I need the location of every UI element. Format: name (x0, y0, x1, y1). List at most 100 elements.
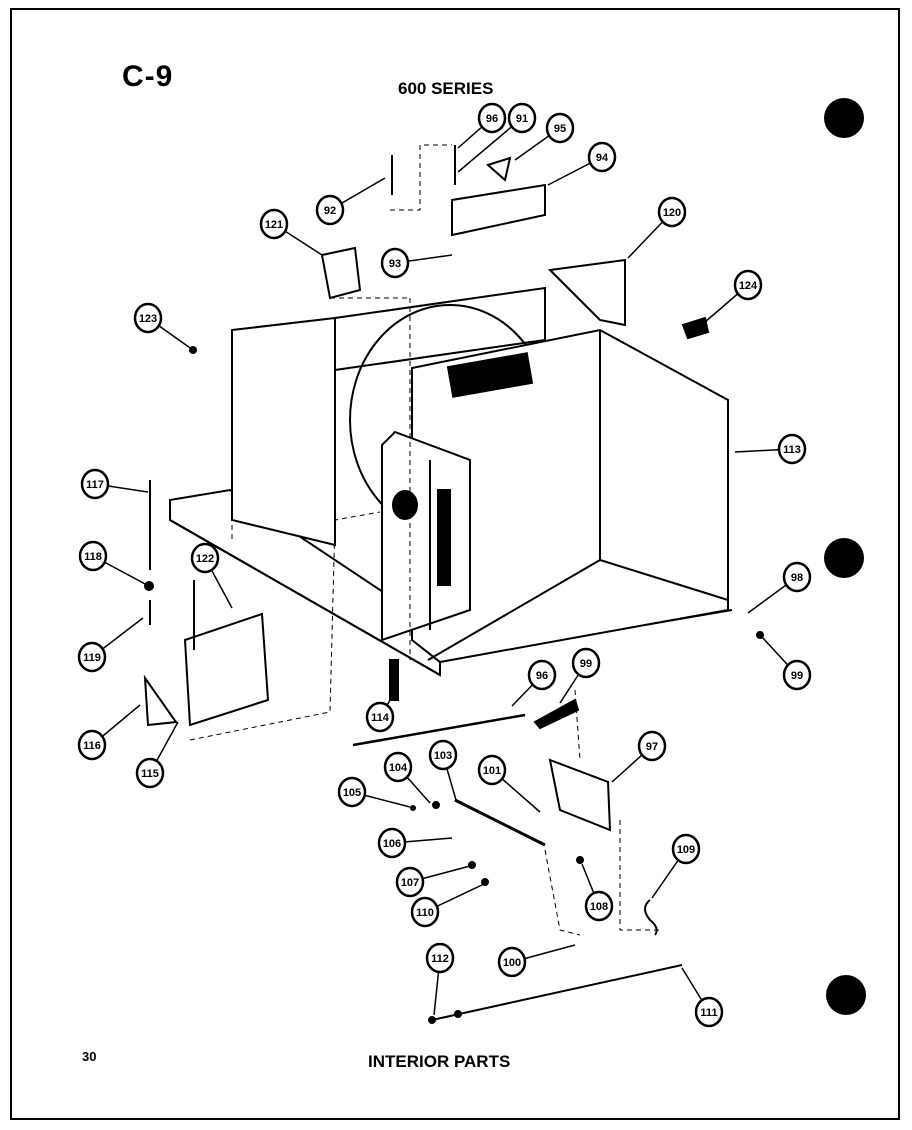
callout-circle (337, 776, 367, 808)
part-124 (681, 316, 710, 340)
page-code: C-9 (122, 60, 174, 93)
callout-number: 113 (783, 444, 801, 456)
unit-drawing (143, 145, 764, 1024)
callout-103: 103 (428, 739, 458, 801)
callout-circle (80, 468, 110, 500)
part-100 (644, 899, 658, 936)
callout-circle (395, 866, 425, 898)
callout-number: 96 (486, 113, 498, 125)
callout-number: 119 (83, 652, 101, 664)
callout-number: 114 (371, 712, 390, 724)
callout-number: 96 (536, 670, 548, 682)
callout-114: 114 (365, 694, 395, 733)
callout-circle (671, 833, 701, 865)
callout-number: 112 (431, 953, 449, 965)
control-panel (381, 430, 471, 642)
callout-circle (545, 112, 575, 144)
callout-101: 101 (477, 754, 541, 813)
callout-number: 115 (141, 768, 159, 780)
series-title: 600 SERIES (398, 79, 494, 98)
callout-circle (782, 659, 812, 691)
part-97 (548, 758, 612, 832)
callout-circle (571, 647, 601, 679)
callout-number: 106 (383, 838, 401, 850)
page-number: 30 (82, 1049, 97, 1064)
callout-circle (383, 751, 413, 783)
callout-circle (428, 739, 458, 771)
callout-97: 97 (611, 730, 667, 783)
callout-107: 107 (395, 865, 471, 898)
callout-circle (497, 946, 527, 978)
callout-number: 92 (324, 205, 336, 217)
part-94 (451, 183, 546, 237)
callout-circle (694, 996, 724, 1028)
callout-circle (377, 827, 407, 859)
binder-hole-top (824, 98, 864, 138)
callout-circle (584, 890, 614, 922)
rod-111 (431, 964, 683, 1021)
callout-121: 121 (259, 208, 323, 256)
callout-number: 103 (434, 750, 452, 762)
callout-number: 118 (84, 551, 102, 563)
callout-94: 94 (547, 141, 617, 186)
callout-number: 91 (516, 113, 528, 125)
callout-circle (657, 196, 687, 228)
callout-circle (777, 433, 807, 465)
binder-hole-bottom (826, 975, 866, 1015)
callout-number: 109 (677, 844, 695, 856)
callout-number: 123 (139, 313, 157, 325)
callout-118: 118 (78, 540, 148, 586)
blower-housing (231, 316, 336, 547)
callout-circle (259, 208, 289, 240)
callout-92: 92 (315, 177, 386, 226)
callout-number: 124 (739, 280, 758, 292)
callout-circle (425, 942, 455, 974)
callout-124: 124 (704, 269, 763, 323)
part-115 (183, 612, 270, 727)
callout-105: 105 (337, 776, 411, 808)
callout-number: 93 (389, 258, 401, 270)
callout-number: 117 (86, 479, 104, 491)
callout-number: 100 (503, 957, 521, 969)
callout-120: 120 (627, 196, 687, 259)
callout-96: 96 (511, 659, 557, 707)
callout-123: 123 (133, 302, 194, 351)
callout-number: 94 (596, 152, 609, 164)
callout-number: 104 (389, 762, 408, 774)
callout-circle (77, 729, 107, 761)
callout-circle (782, 561, 812, 593)
callout-circle (587, 141, 617, 173)
part-121 (320, 246, 362, 300)
callout-number: 99 (580, 658, 592, 670)
callout-number: 116 (83, 740, 101, 752)
callout-119: 119 (77, 617, 144, 673)
binder-hole-middle (824, 538, 864, 578)
callout-95: 95 (514, 112, 575, 161)
callout-circle (77, 641, 107, 673)
part-120 (547, 258, 626, 327)
callout-circle (637, 730, 667, 762)
callout-110: 110 (410, 883, 485, 928)
page-border (10, 8, 900, 1120)
callout-number: 99 (791, 670, 803, 682)
callout-98: 98 (747, 561, 812, 614)
callout-100: 100 (497, 944, 576, 978)
callout-111: 111 (681, 967, 724, 1028)
callout-109: 109 (651, 833, 701, 899)
part-99 (533, 698, 580, 730)
callout-108: 108 (581, 863, 614, 922)
callout-106: 106 (377, 827, 453, 859)
callout-112: 112 (425, 942, 455, 1016)
callout-circle (190, 542, 220, 574)
callout-number: 120 (663, 207, 681, 219)
callout-number: 105 (343, 787, 361, 799)
callout-number: 107 (401, 877, 419, 889)
callout-number: 121 (265, 219, 283, 231)
callout-115: 115 (135, 721, 179, 789)
callout-circle (507, 102, 537, 134)
callout-93: 93 (380, 247, 453, 279)
callout-113: 113 (734, 433, 807, 465)
